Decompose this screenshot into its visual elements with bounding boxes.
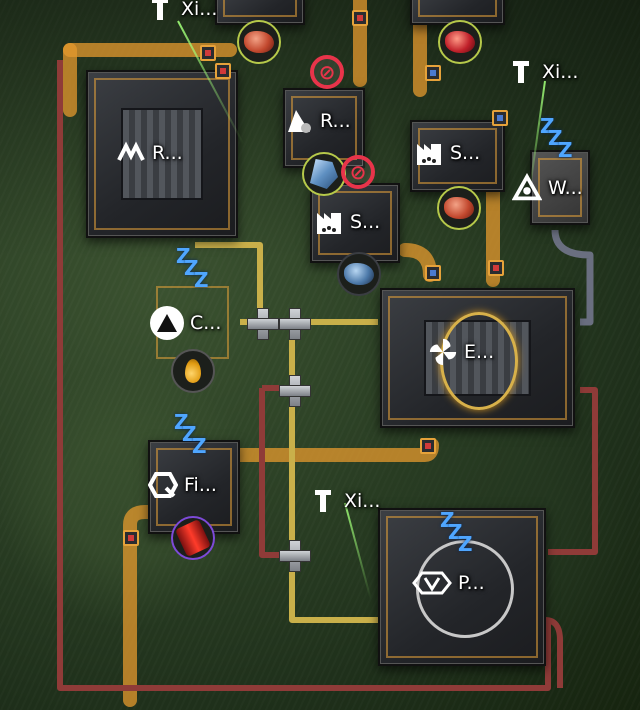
no-power-icon[interactable]: ⊘ bbox=[310, 55, 344, 89]
zzz-letter: Z bbox=[184, 256, 199, 280]
zzz-letter: Z bbox=[540, 114, 555, 138]
pipe-grey-right bbox=[551, 229, 594, 326]
filter-label[interactable]: Fi... bbox=[148, 470, 217, 500]
zzz-letter: Z bbox=[548, 126, 563, 150]
crusher-label[interactable]: C... bbox=[150, 306, 221, 340]
wind-turbine-label-text: W... bbox=[548, 177, 583, 199]
output-badge-canister[interactable] bbox=[171, 516, 215, 560]
port-item bbox=[492, 110, 508, 126]
zzz-letter: Z bbox=[182, 422, 197, 446]
crystal-icon bbox=[310, 159, 338, 189]
port-item bbox=[425, 65, 441, 81]
refinery-icon bbox=[284, 106, 314, 136]
port-item bbox=[215, 63, 231, 79]
pipe-junction-1[interactable] bbox=[247, 308, 279, 340]
crusher-icon bbox=[150, 306, 184, 340]
ore-icon bbox=[244, 31, 274, 53]
refinery-label-large[interactable]: R... bbox=[116, 138, 183, 168]
packager-icon bbox=[412, 568, 452, 598]
no-power-icon[interactable]: ⊘ bbox=[341, 155, 375, 189]
zzz-letter: Z bbox=[458, 532, 473, 556]
filter-building[interactable] bbox=[148, 440, 240, 534]
electrolyzer-icon bbox=[428, 337, 458, 367]
port-item bbox=[352, 10, 368, 26]
xi-pylon-label-text: Xi... bbox=[344, 490, 381, 512]
zzz-letter: Z bbox=[194, 268, 209, 292]
wind-turbine-icon bbox=[512, 173, 542, 203]
xi-pylon-label-text: Xi... bbox=[181, 0, 218, 20]
output-badge-ore[interactable] bbox=[337, 252, 381, 296]
sleep-zzz-icon: Z Z Z bbox=[440, 508, 473, 556]
pipe-junction-3[interactable] bbox=[279, 375, 311, 407]
refinery-label-text: R... bbox=[152, 142, 183, 164]
electrolyzer-label[interactable]: E... bbox=[428, 337, 494, 367]
packager-label-text: P... bbox=[458, 572, 485, 594]
output-badge-liquid[interactable] bbox=[171, 349, 215, 393]
zzz-letter: Z bbox=[448, 520, 463, 544]
xiranite-pylon-icon bbox=[308, 486, 338, 516]
sleep-zzz-icon: Z Z Z bbox=[176, 244, 209, 292]
refinery-icon bbox=[116, 138, 146, 168]
filter-label-text: Fi... bbox=[184, 474, 217, 496]
smelter-label-center[interactable]: S... bbox=[314, 207, 380, 237]
pipe-red-right bbox=[548, 387, 598, 555]
output-badge-ore[interactable] bbox=[437, 186, 481, 230]
pipe-yellow-vertical bbox=[289, 322, 380, 623]
xi-pylon-label-right[interactable]: Xi... bbox=[506, 57, 578, 87]
smelter-label-text: S... bbox=[350, 211, 381, 233]
filter-icon bbox=[148, 470, 178, 500]
liquid-drop-icon bbox=[185, 359, 201, 383]
port-item bbox=[488, 260, 504, 276]
xi-pylon-label-text: Xi... bbox=[542, 61, 579, 83]
electrolyzer-building[interactable] bbox=[380, 288, 575, 428]
port-item bbox=[200, 45, 216, 61]
ore-icon bbox=[445, 31, 475, 53]
packager-building[interactable] bbox=[378, 508, 546, 666]
xi-pylon-label-top[interactable]: Xi... bbox=[145, 0, 217, 24]
sleep-zzz-icon: Z Z Z bbox=[540, 114, 573, 162]
smelter-label-text: S... bbox=[450, 142, 481, 164]
output-badge-crystal[interactable] bbox=[302, 152, 346, 196]
pipe-junction-4[interactable] bbox=[279, 540, 311, 572]
pipe-junction-2[interactable] bbox=[279, 308, 311, 340]
ore-icon bbox=[444, 197, 474, 219]
smelter-icon bbox=[414, 138, 444, 168]
refinery-machine-core bbox=[120, 108, 204, 200]
pipe-red-bottom-right bbox=[544, 617, 563, 688]
zzz-letter: Z bbox=[440, 508, 455, 532]
crusher-label-text: C... bbox=[190, 312, 222, 334]
wind-turbine-label[interactable]: W... bbox=[512, 173, 583, 203]
output-badge-ore[interactable] bbox=[237, 20, 281, 64]
refinery-label-small[interactable]: R... bbox=[284, 106, 351, 136]
ore-icon bbox=[344, 263, 374, 285]
refinery-label-text: R... bbox=[320, 110, 351, 132]
smelter-icon bbox=[314, 207, 344, 237]
packager-label[interactable]: P... bbox=[412, 568, 485, 598]
port-item bbox=[425, 265, 441, 281]
refinery-building-large[interactable] bbox=[86, 70, 238, 238]
port-item bbox=[123, 530, 139, 546]
canister-icon bbox=[174, 518, 212, 558]
xiranite-pylon-icon bbox=[145, 0, 175, 24]
port-item bbox=[420, 438, 436, 454]
pipe-red-mid bbox=[259, 388, 290, 558]
pipe-red-left-loop bbox=[57, 60, 551, 691]
conveyor-bottom-left bbox=[123, 505, 172, 707]
zzz-letter: Z bbox=[174, 410, 189, 434]
electrolyzer-label-text: E... bbox=[464, 341, 495, 363]
wind-turbine-building[interactable] bbox=[530, 150, 590, 225]
zzz-letter: Z bbox=[192, 434, 207, 458]
zzz-letter: Z bbox=[558, 138, 573, 162]
output-badge-ore[interactable] bbox=[438, 20, 482, 64]
pipe-yellow-top bbox=[195, 242, 378, 325]
sleep-zzz-icon: Z Z Z bbox=[174, 410, 207, 458]
zzz-letter: Z bbox=[176, 244, 191, 268]
xi-pylon-label-bottom[interactable]: Xi... bbox=[308, 486, 380, 516]
smelter-label-top-right[interactable]: S... bbox=[414, 138, 480, 168]
conveyor-mid bbox=[233, 438, 439, 462]
xiranite-pylon-icon bbox=[506, 57, 536, 87]
